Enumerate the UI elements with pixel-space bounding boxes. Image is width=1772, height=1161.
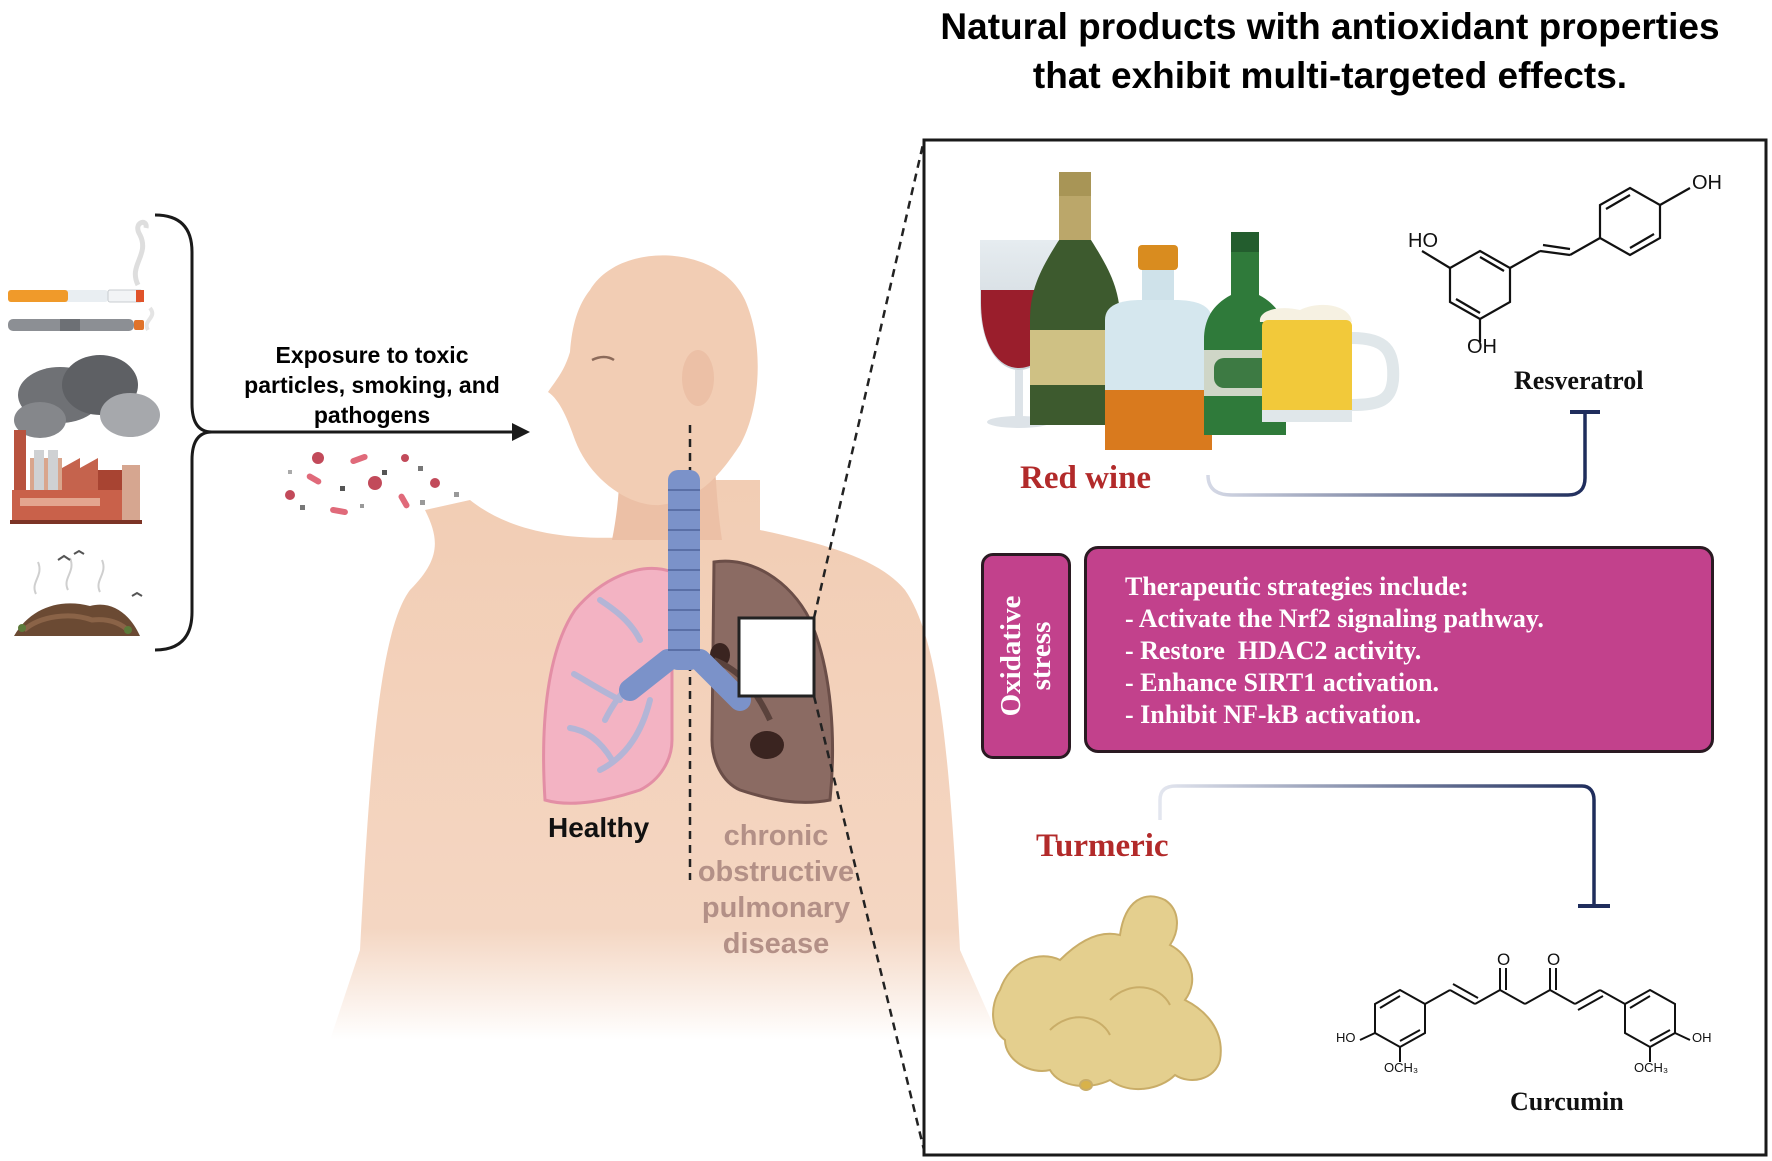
healthy-label: Healthy	[548, 812, 650, 843]
therapeutic-item: - Enhance SIRT1 activation.	[1125, 668, 1440, 697]
turmeric-root-icon	[992, 895, 1222, 1091]
factory-icon	[10, 355, 160, 524]
cigarette-icon	[8, 219, 149, 303]
zoom-line-top	[812, 139, 926, 619]
title-line-2: that exhibit multi-targeted effects.	[1032, 55, 1628, 96]
curcumin-oh-right: OH	[1692, 1030, 1712, 1045]
figure-title: Natural products with antioxidant proper…	[900, 2, 1760, 100]
exposure-line-3: pathogens	[313, 402, 431, 428]
e-cigarette-icon	[8, 306, 155, 332]
title-line-1: Natural products with antioxidant proper…	[940, 6, 1720, 47]
resveratrol-ho-left: HO	[1408, 230, 1438, 252]
resveratrol-oh-right: OH	[1692, 172, 1722, 194]
curcumin-ketone-2: O	[1547, 950, 1561, 969]
trachea	[619, 470, 751, 711]
detail-panel	[922, 138, 1768, 1157]
resveratrol-label: Resveratrol	[1514, 366, 1644, 395]
red-wine-label: Red wine	[1020, 460, 1152, 496]
copd-line-1: chronic	[723, 820, 829, 852]
therapeutic-item: - Restore HDAC2 activity.	[1125, 636, 1422, 665]
landfill-icon	[14, 549, 143, 636]
oxidative-stress-line-1: Oxidative	[995, 595, 1027, 717]
resveratrol-inhibition-line	[1206, 410, 1600, 497]
whiskey-bottle-icon	[1105, 245, 1212, 450]
oxidative-stress-label: Oxidative stress	[995, 595, 1057, 717]
oxidative-stress-box: Oxidative stress	[981, 553, 1071, 759]
copd-label: chronic obstructive pulmonary disease	[676, 818, 876, 962]
beer-mug-icon	[1259, 304, 1400, 422]
exposure-arrow	[212, 423, 530, 441]
curcumin-ho-left: HO	[1336, 1030, 1356, 1045]
therapeutic-item: - Inhibit NF-kB activation.	[1125, 700, 1422, 729]
copd-line-2: obstructive	[697, 856, 855, 888]
zoom-highlight	[737, 616, 816, 698]
resveratrol-oh-bottom: OH	[1467, 336, 1497, 358]
therapeutic-heading: Therapeutic strategies include:	[1125, 572, 1469, 601]
curcumin-och3-right: OCH₃	[1634, 1060, 1669, 1075]
oxidative-stress-line-2: stress	[1025, 621, 1057, 691]
therapeutic-strategies-box: Therapeutic strategies include: - Activa…	[1084, 546, 1714, 753]
sources-brace	[154, 213, 213, 652]
curcumin-inhibition-line	[1158, 784, 1610, 908]
curcumin-label: Curcumin	[1510, 1087, 1624, 1116]
curcumin-ketone-1: O	[1497, 950, 1511, 969]
copd-line-3: pulmonary	[701, 892, 851, 924]
turmeric-label: Turmeric	[1036, 828, 1169, 864]
exposure-line-2: particles, smoking, and	[244, 372, 500, 398]
copd-line-4: disease	[722, 928, 830, 960]
exposure-line-1: Exposure to toxic	[275, 342, 469, 368]
curcumin-structure	[1359, 968, 1691, 1062]
particles-icon	[285, 452, 459, 516]
curcumin-och3-left: OCH₃	[1384, 1060, 1419, 1075]
zoom-line-bottom	[812, 695, 926, 1151]
resveratrol-structure	[1421, 186, 1691, 342]
exposure-label: Exposure to toxic particles, smoking, an…	[222, 340, 522, 430]
therapeutic-item: - Activate the Nrf2 signaling pathway.	[1125, 604, 1544, 633]
